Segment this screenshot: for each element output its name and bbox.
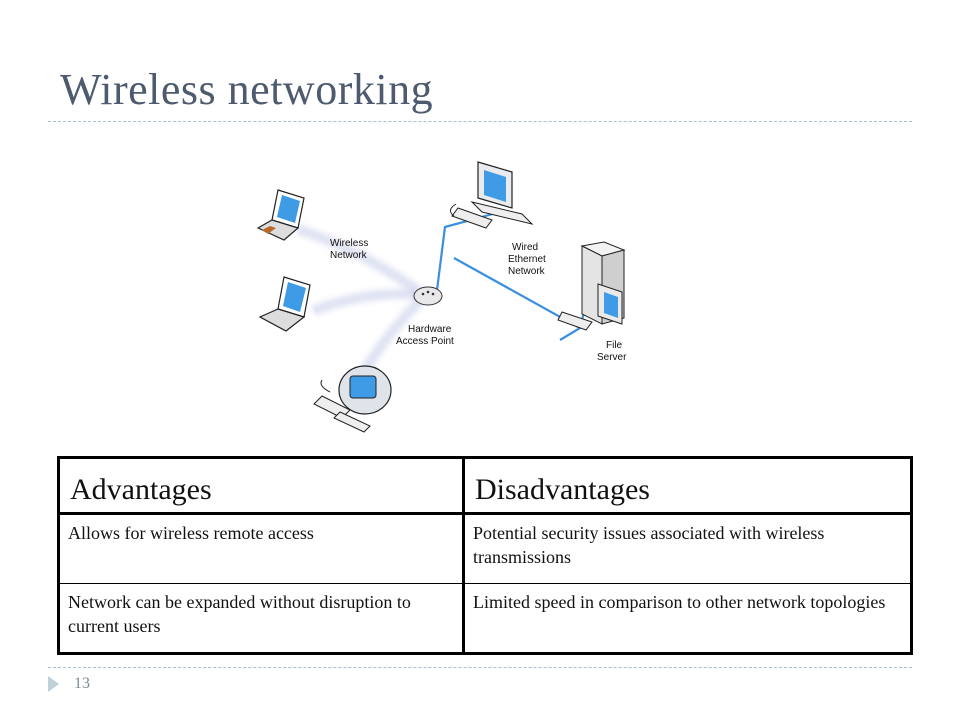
table-header-row: Advantages Disadvantages bbox=[58, 457, 912, 515]
wireless-signals bbox=[298, 225, 427, 373]
laptop-icon bbox=[256, 189, 305, 241]
table-row: Network can be expanded without disrupti… bbox=[58, 583, 912, 654]
desktop-computer-icon bbox=[313, 365, 392, 433]
advantage-cell: Network can be expanded without disrupti… bbox=[58, 583, 465, 654]
desktop-computer-icon bbox=[450, 161, 534, 229]
disadvantages-header: Disadvantages bbox=[463, 457, 912, 515]
disadvantage-cell: Limited speed in comparison to other net… bbox=[463, 583, 912, 654]
bullet-arrow-icon bbox=[48, 676, 59, 692]
page-number: 13 bbox=[74, 675, 90, 692]
file-server-icon bbox=[557, 241, 626, 331]
advantages-header: Advantages bbox=[58, 457, 465, 515]
disadvantage-cell: Potential security issues associated wit… bbox=[463, 513, 912, 584]
access-point-icon bbox=[413, 286, 443, 306]
laptop-icon bbox=[258, 276, 311, 332]
title-divider bbox=[48, 121, 912, 122]
table-row: Allows for wireless remote access Potent… bbox=[58, 513, 912, 584]
advantage-cell: Allows for wireless remote access bbox=[58, 513, 465, 584]
slide-title: Wireless networking bbox=[60, 65, 434, 114]
footer-divider bbox=[48, 667, 912, 668]
comparison-table: Advantages Disadvantages Allows for wire… bbox=[57, 456, 913, 655]
